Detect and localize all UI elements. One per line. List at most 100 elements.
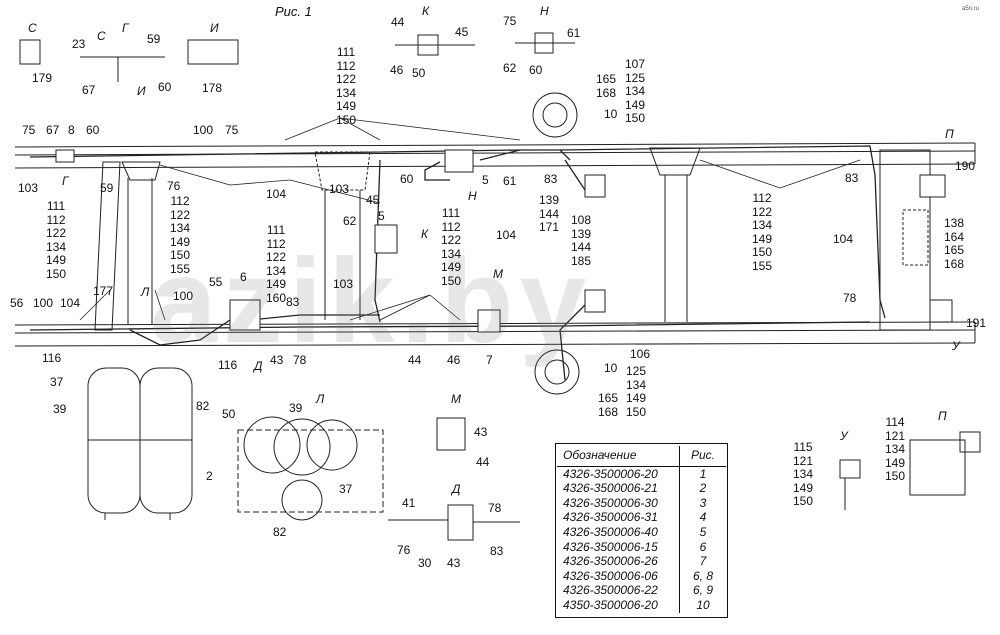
callout-K: К	[421, 227, 429, 241]
callout-60-view: 60	[158, 80, 172, 94]
callout-178: 178	[202, 81, 223, 95]
brake-chambers	[532, 92, 580, 395]
callout-7: 7	[486, 353, 493, 367]
callout-50-k: 50	[412, 66, 426, 80]
callout-56: 56	[10, 296, 24, 310]
legend-frame	[555, 443, 728, 618]
callout-D: Д	[254, 359, 263, 373]
callout-60b: 60	[400, 172, 414, 186]
callout-2: 2	[206, 469, 213, 483]
callout-5b: 5	[482, 173, 489, 187]
callout-62: 62	[343, 214, 357, 228]
callout-G: Г	[62, 174, 69, 188]
callout-103c: 103	[333, 277, 354, 291]
callout-103a: 103	[18, 181, 39, 195]
view-G-letter-g: Г	[122, 21, 129, 35]
callout-61-n: 61	[567, 26, 581, 40]
view-N-label: Н	[540, 4, 549, 18]
callout-44-k: 44	[391, 15, 405, 29]
callout-44: 44	[408, 353, 422, 367]
callout-46: 46	[447, 353, 461, 367]
callout-43: 43	[270, 353, 284, 367]
view-C-G-I-details	[19, 39, 239, 82]
corner-logo: a5n.ru	[962, 6, 980, 12]
callout-39: 39	[53, 402, 67, 416]
callout-104a: 104	[266, 187, 287, 201]
callout-41-d: 41	[402, 496, 416, 510]
air-pipes	[29, 145, 886, 381]
callout-59: 59	[100, 181, 114, 195]
view-I-label: И	[210, 21, 219, 35]
callout-104d: 104	[60, 296, 81, 310]
callout-67-view: 67	[82, 83, 96, 97]
view-K-label: К	[422, 4, 430, 18]
legend-header-figure: Рис.	[679, 446, 726, 467]
callout-104b: 104	[833, 232, 854, 246]
callout-100b: 100	[33, 296, 54, 310]
view-G-letter-i: И	[137, 84, 146, 98]
callout-67: 67	[46, 123, 60, 137]
view-G-letter-c: C	[97, 29, 106, 43]
callout-50: 50	[222, 407, 236, 421]
callout-M: М	[493, 267, 503, 281]
view-U-label: У	[840, 429, 848, 443]
callout-43-d: 43	[447, 556, 461, 570]
callout-55: 55	[209, 275, 223, 289]
callout-104c: 104	[496, 228, 517, 242]
view-M-label: М	[451, 392, 461, 406]
callout-37: 37	[50, 375, 64, 389]
callout-45: 45	[366, 193, 380, 207]
callout-116a: 116	[42, 351, 62, 365]
callout-76: 76	[167, 179, 181, 193]
callout-6: 6	[240, 270, 247, 284]
callout-83-d: 83	[490, 544, 504, 558]
callout-37-l: 37	[339, 482, 353, 496]
callout-43-m: 43	[474, 425, 488, 439]
callout-82-l: 82	[273, 525, 287, 539]
valves	[55, 149, 953, 333]
view-P-label: П	[938, 409, 947, 423]
callout-U: У	[952, 339, 960, 353]
callout-62-n: 62	[503, 61, 517, 75]
callout-83b: 83	[845, 171, 859, 185]
callout-78b: 78	[843, 291, 857, 305]
callout-106: 106	[630, 347, 651, 361]
callout-59-view: 59	[147, 32, 161, 46]
callout-23: 23	[72, 37, 86, 51]
view-L-detail	[237, 416, 384, 521]
callout-191: 191	[966, 316, 987, 330]
callout-100a: 100	[193, 123, 214, 137]
callout-60-n: 60	[529, 63, 543, 77]
legend-header-designation: Обозначение	[557, 446, 680, 467]
cross-members	[94, 147, 931, 331]
callout-100c: 100	[173, 289, 194, 303]
view-M-detail	[436, 417, 466, 451]
callout-75b: 75	[225, 123, 239, 137]
callout-78-d: 78	[488, 501, 502, 515]
callout-L: Л	[141, 285, 150, 299]
callout-82: 82	[196, 399, 210, 413]
callout-44-m: 44	[476, 455, 490, 469]
air-receivers	[87, 367, 193, 520]
callout-5a: 5	[378, 209, 385, 223]
callout-83a: 83	[544, 172, 558, 186]
